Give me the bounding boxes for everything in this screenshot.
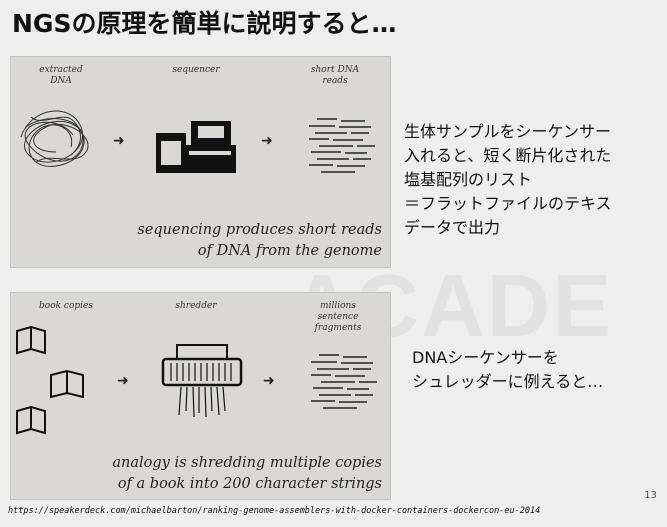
shredder-analogy-text: DNAシーケンサーを シュレッダーに例えると… (412, 346, 664, 394)
arrow-right-icon: ➜ (113, 133, 125, 149)
label-book-copies: book copies (39, 301, 93, 311)
caption-line-1: sequencing produces short reads (137, 222, 382, 238)
explanation-line: ＝フラットファイルのテキス (404, 194, 612, 213)
caption-line-2: of DNA from the genome (197, 243, 382, 259)
short-reads-icon (309, 118, 375, 173)
sequencer-machine-icon (156, 121, 236, 173)
sequencing-figure: extracted DNA sequencer short DNA reads … (10, 56, 391, 268)
label-shredder: shredder (175, 301, 217, 311)
caption-line-2: of a book into 200 character strings (117, 476, 382, 492)
tangled-dna-icon (20, 110, 89, 167)
label-sentence-fragments: millions sentence fragments (314, 301, 362, 333)
explanation-line: 生体サンプルをシーケンサー (404, 122, 612, 141)
sentence-fragments-icon (311, 354, 377, 409)
explanation-line: 塩基配列のリスト (404, 170, 533, 189)
analogy-line: シュレッダーに例えると… (412, 372, 604, 391)
label-extracted-dna: extracted DNA (39, 65, 83, 86)
source-url: https://speakerdeck.com/michaelbarton/ra… (8, 506, 541, 516)
book-copies-icon (16, 325, 84, 435)
page-number: 13 (644, 490, 657, 501)
caption-line-1: analogy is shredding multiple copies (112, 455, 382, 471)
shredder-analogy-figure: book copies shredder millions sentence f… (10, 292, 391, 500)
paper-shredder-icon (161, 344, 243, 418)
label-sequencer: sequencer (172, 65, 220, 75)
explanation-line: 入れると、短く断片化された (404, 146, 612, 165)
slide-title: NGSの原理を簡単に説明すると… (12, 9, 397, 38)
arrow-right-icon: ➜ (261, 133, 273, 149)
analogy-line: DNAシーケンサーを (412, 348, 559, 367)
arrow-right-icon: ➜ (263, 373, 275, 389)
explanation-line: データで出力 (404, 218, 501, 237)
arrow-right-icon: ➜ (117, 373, 129, 389)
ngs-explanation-text: 生体サンプルをシーケンサー 入れると、短く断片化された 塩基配列のリスト ＝フラ… (404, 120, 666, 240)
label-short-dna-reads: short DNA reads (310, 65, 360, 86)
